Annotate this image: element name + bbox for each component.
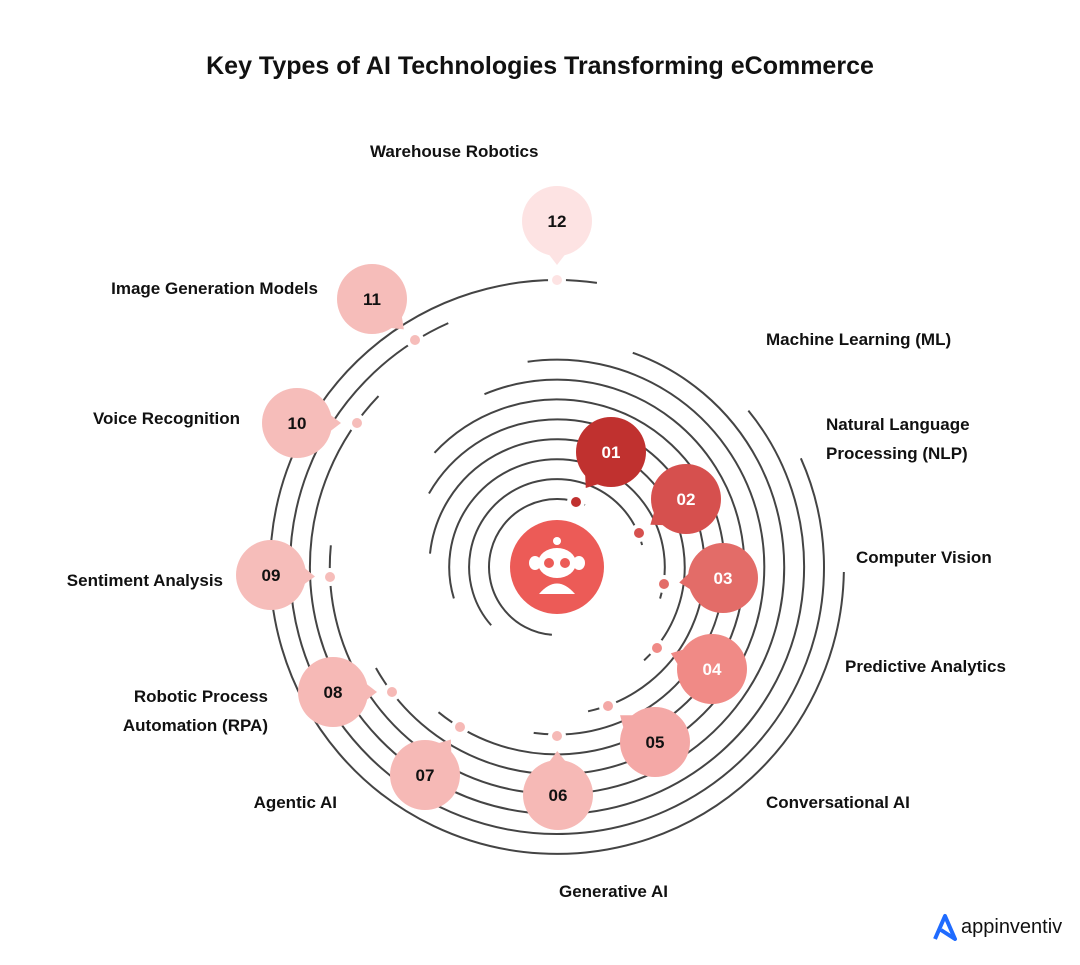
number-bubble: [651, 464, 721, 534]
number-bubble: [523, 760, 593, 830]
marker-dot: [387, 687, 397, 697]
label-07: Agentic AI: [253, 793, 337, 812]
spiral-arc: [468, 478, 644, 626]
marker-dot: [352, 418, 362, 428]
label-11: Image Generation Models: [111, 279, 318, 298]
number-bubble: [390, 740, 460, 810]
robot-icon: [553, 537, 561, 545]
spiral-arc: [289, 322, 825, 835]
bubble-number: 03: [714, 569, 733, 588]
page-title: Key Types of AI Technologies Transformin…: [206, 52, 874, 80]
bubble-number: 05: [646, 733, 665, 752]
number-bubble: [298, 657, 368, 727]
marker-dot: [659, 579, 669, 589]
bubble-number: 07: [416, 766, 435, 785]
robot-icon: [560, 558, 570, 568]
marker-dot: [455, 722, 465, 732]
marker-dot: [410, 335, 420, 345]
number-bubble: [677, 634, 747, 704]
bubble-number: 04: [703, 660, 722, 679]
marker-dot: [634, 528, 644, 538]
number-bubble: [522, 186, 592, 256]
bubble-number: 11: [363, 290, 381, 309]
marker-dot: [652, 643, 662, 653]
label-10: Voice Recognition: [92, 409, 240, 428]
label-08: Robotic Process Automation (RPA): [122, 687, 268, 735]
marker-dot: [552, 731, 562, 741]
bubble-number: 01: [602, 443, 621, 462]
robot-icon: [573, 556, 585, 570]
label-12: Warehouse Robotics: [370, 142, 539, 161]
marker-dot: [325, 572, 335, 582]
brand-name: appinventiv: [961, 915, 1063, 938]
number-bubble: [236, 540, 306, 610]
number-bubble: [688, 543, 758, 613]
bubble-number: 06: [549, 786, 568, 805]
number-bubble: [620, 707, 690, 777]
robot-icon: [539, 583, 575, 594]
marker-dot: [603, 701, 613, 711]
bubble-number: 10: [288, 414, 307, 433]
label-02: Natural Language Processing (NLP): [826, 415, 970, 463]
spiral-arc: [488, 498, 586, 636]
label-01: Machine Learning (ML): [766, 330, 952, 349]
spiral-arc: [269, 279, 845, 855]
robot-icon: [538, 548, 576, 578]
label-06: Generative AI: [559, 882, 668, 901]
bubble-number: 08: [324, 683, 343, 702]
bubble-number: 12: [548, 212, 567, 231]
appinventiv-logo-icon: [933, 914, 957, 941]
bubble-number: 02: [677, 490, 696, 509]
robot-icon: [544, 558, 554, 568]
number-bubble: [576, 417, 646, 487]
label-04: Predictive Analytics: [845, 657, 1006, 676]
robot-icon: [529, 556, 541, 570]
label-05: Conversational AI: [766, 793, 910, 812]
marker-dot: [552, 275, 562, 285]
label-03: Computer Vision: [856, 548, 992, 567]
marker-dot: [571, 497, 581, 507]
number-bubble: [337, 264, 407, 334]
bubble-number: 09: [262, 566, 281, 585]
number-bubble: [262, 388, 332, 458]
label-09: Sentiment Analysis: [66, 571, 223, 590]
spiral-arc: [448, 458, 666, 599]
brand-logo: appinventiv: [932, 913, 1062, 941]
